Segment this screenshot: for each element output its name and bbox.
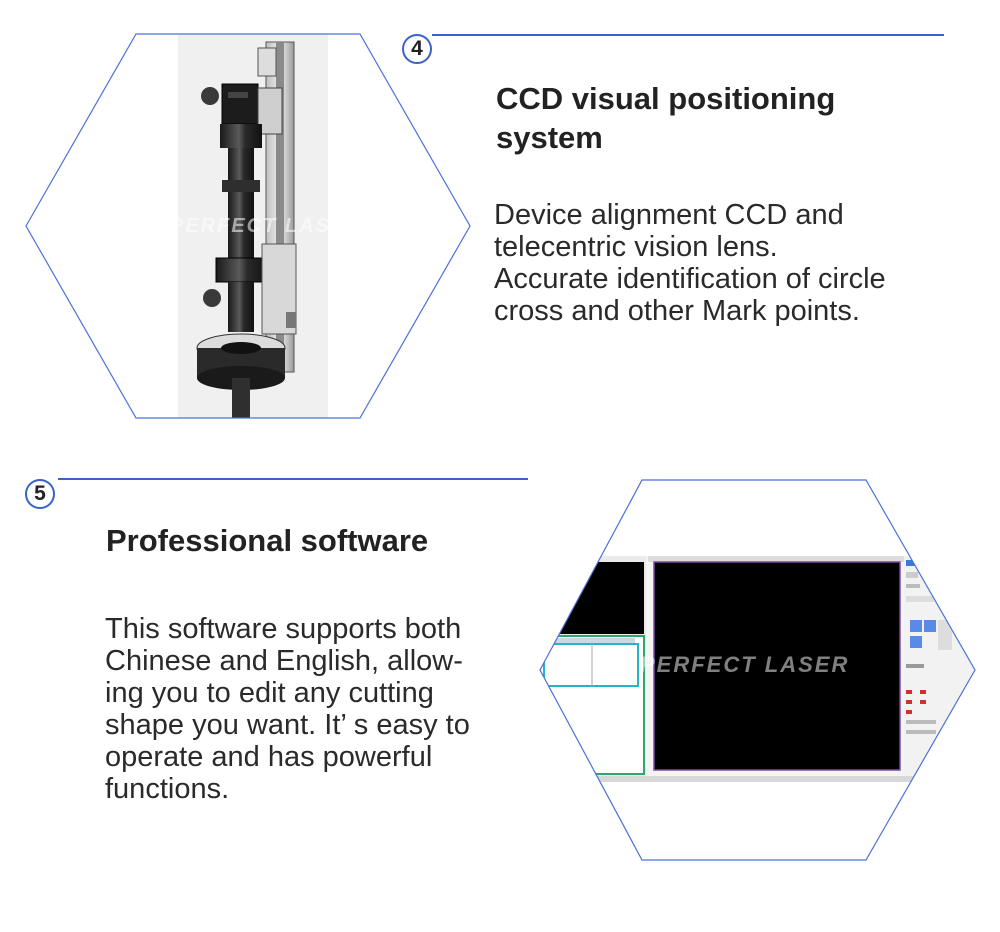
description-line: This software supports both [105, 613, 462, 645]
software-screenshot-image [540, 480, 975, 860]
step-number: 4 [411, 37, 423, 60]
description-line: shape you want. It’ s easy to [105, 709, 470, 741]
watermark-text: PERFECT LASER [170, 215, 363, 237]
watermark-text: PERFECT LASER [640, 652, 849, 677]
description-line: operate and has powerful [105, 741, 433, 773]
section-description: Device alignment CCD and telecentric vis… [494, 199, 886, 327]
section-title: CCD visual positioning system [496, 79, 835, 157]
title-line: Professional software [106, 523, 429, 558]
step-badge-5: 5 [25, 479, 55, 509]
description-line: Device alignment CCD and [494, 199, 844, 231]
description-line: cross and other Mark points. [494, 295, 860, 327]
hexagon-frame [539, 479, 976, 861]
description-line: ing you to edit any cutting [105, 677, 434, 709]
section-title: Professional software [106, 522, 428, 560]
hexagon-frame [25, 33, 471, 419]
description-line: Accurate identification of circle [494, 263, 886, 295]
section-description: This software supports both Chinese and … [105, 613, 470, 805]
description-line: telecentric vision lens. [494, 231, 778, 263]
section-divider [58, 478, 528, 480]
title-line: CCD visual positioning [496, 81, 836, 116]
step-badge-4: 4 [402, 34, 432, 64]
section-divider [432, 34, 944, 36]
title-line: system [496, 120, 603, 155]
description-line: Chinese and English, allow- [105, 645, 463, 677]
step-number: 5 [34, 482, 46, 505]
description-line: functions. [105, 773, 230, 805]
